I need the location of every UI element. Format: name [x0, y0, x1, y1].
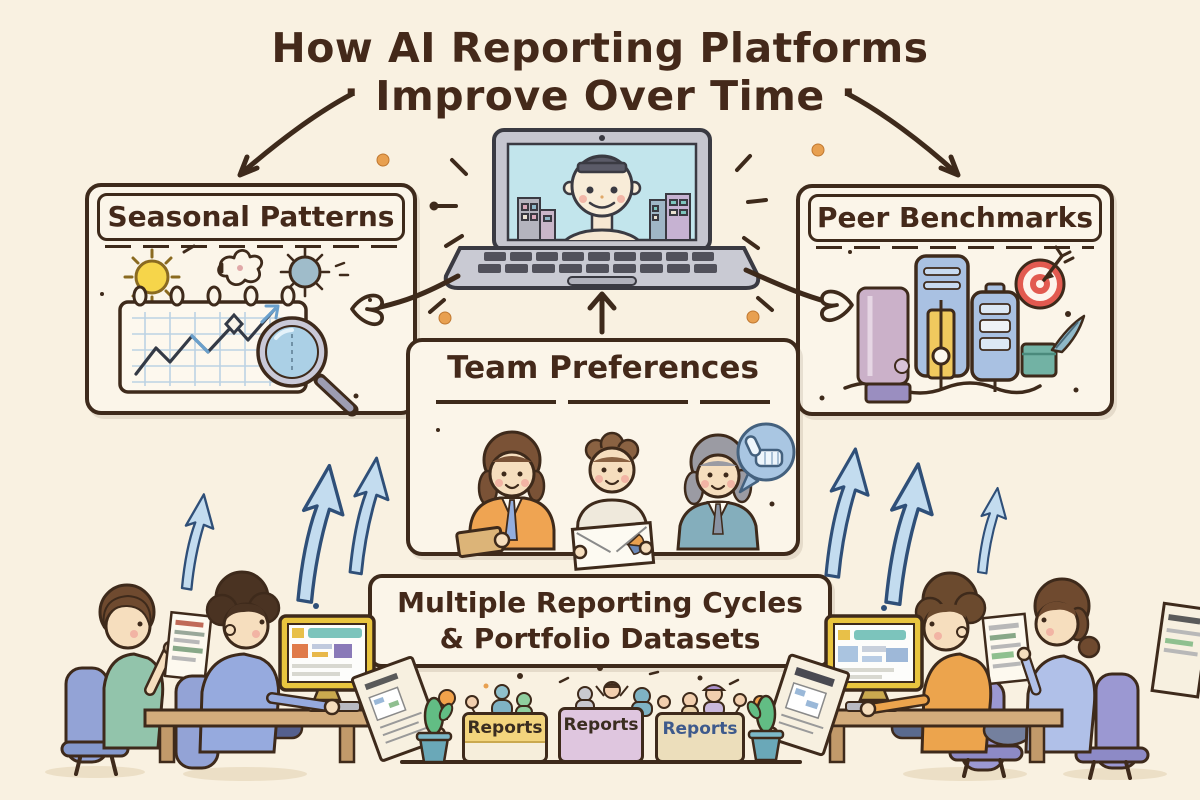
title-decoration-right: ·: [840, 70, 857, 116]
screen-buildings-right: [649, 193, 691, 240]
confetti-dots: [483, 665, 740, 689]
node-peer-benchmarks: Peer Benchmarks: [796, 184, 1114, 416]
held-paper-right: [762, 653, 851, 757]
source-label-line-1: Multiple Reporting Cycles: [397, 586, 803, 619]
monitor: [824, 614, 924, 712]
person-at-computer: [890, 571, 993, 754]
title-line-2-text: Improve Over Time: [375, 72, 825, 120]
laptop-keyboard: [478, 252, 717, 273]
report-document: [981, 612, 1033, 686]
team-preferences-header: Team Preferences: [447, 350, 759, 386]
chair: [60, 666, 130, 776]
node-data-sources: Multiple Reporting Cycles & Portfolio Da…: [368, 574, 832, 668]
chair: [174, 674, 220, 770]
reports-stack-2: Reports: [558, 707, 644, 763]
title-line-1: How AI Reporting Platforms: [271, 24, 929, 72]
ai-laptop-icon: [428, 128, 774, 314]
right-desk-scene: [810, 571, 1200, 781]
report-document: [163, 610, 213, 682]
typing-arm: [266, 692, 341, 716]
screen-buildings-left: [517, 197, 556, 240]
person-reading: [98, 583, 182, 750]
cactus-left: [415, 696, 454, 764]
reports-stack-2-label: Reports: [563, 715, 639, 735]
chair: [948, 678, 1024, 778]
cactus-right: [746, 694, 785, 762]
held-paper-left: [350, 655, 447, 762]
desk: [810, 708, 1064, 764]
source-label-line-2: & Portfolio Datasets: [439, 622, 761, 655]
title-decoration-left: ·: [343, 70, 360, 116]
reports-stack-1: Reports: [462, 712, 548, 763]
peer-divider: [816, 246, 1094, 249]
person-at-computer: [198, 570, 304, 754]
person-reading: [982, 577, 1101, 754]
left-desk-scene: [45, 570, 409, 781]
team-divider: [436, 400, 770, 404]
upward-arrows-right: [824, 447, 1008, 611]
node-seasonal-patterns: Seasonal Patterns: [85, 183, 417, 415]
edge-panel: [1150, 601, 1200, 699]
accent-dots: [376, 143, 825, 325]
arrow-team-to-laptop: [587, 291, 617, 335]
node-team-preferences: Team Preferences: [406, 338, 800, 556]
monitor: [278, 614, 376, 712]
reports-stack-1-label: Reports: [465, 715, 545, 743]
desk: [143, 708, 409, 764]
upward-arrows-left: [180, 456, 390, 609]
chair: [1074, 672, 1150, 780]
laptop-emphasis-marks: [428, 154, 774, 314]
title-line-2: · Improve Over Time ·: [0, 70, 1200, 120]
reports-stack-3-label: Reports: [662, 719, 738, 739]
ai-robot-avatar: [562, 154, 642, 240]
reports-stack-3: Reports: [655, 712, 745, 763]
seasonal-divider: [105, 245, 397, 248]
typing-arm: [859, 694, 930, 718]
seasonal-patterns-header: Seasonal Patterns: [97, 193, 405, 241]
peer-benchmarks-header: Peer Benchmarks: [808, 194, 1102, 242]
